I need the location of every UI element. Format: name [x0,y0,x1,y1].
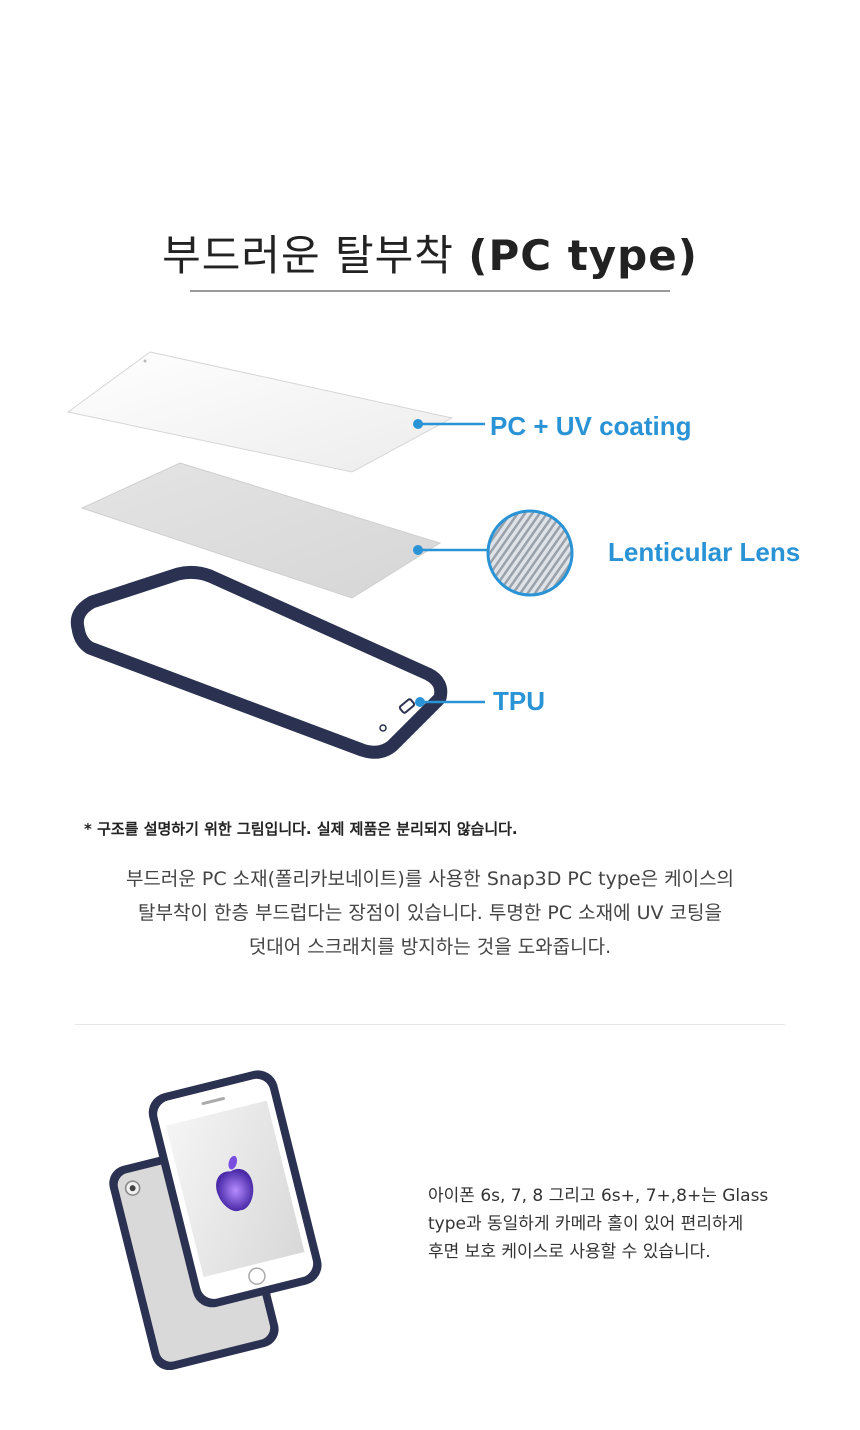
description-line: 덧대어 스크래치를 방지하는 것을 도와줍니다. [248,936,612,958]
disclaimer-note: * 구조를 설명하기 위한 그림입니다. 실제 제품은 분리되지 않습니다. [84,820,518,838]
description-line: 탈부착이 한층 부드럽다는 장점이 있습니다. 투명한 PC 소재에 UV 코팅… [138,902,722,924]
side-text-line: 아이폰 6s, 7, 8 그리고 6s+, 7+,8+는 Glass [428,1186,769,1206]
description: 부드러운 PC 소재(폴리카보네이트)를 사용한 Snap3D PC type은… [0,862,860,964]
section-title-main: 부드러운 탈부착 [162,231,454,280]
lens-magnifier [486,509,574,597]
callout-line-pc [413,419,485,429]
callout-line-lens [413,545,488,555]
section-title-suffix: (PC type) [468,231,698,280]
label-lenticular-lens: Lenticular Lens [608,537,801,567]
tpu-frame [70,565,448,759]
phone-case-illustration [109,1070,322,1370]
iphone-compat-text: 아이폰 6s, 7, 8 그리고 6s+, 7+,8+는 Glass type과… [428,1182,768,1266]
apple-logo-icon [216,1168,254,1212]
pc-sheet [66,351,454,473]
section-title: 부드러운 탈부착 (PC type) [0,222,860,283]
front-phone [148,1070,322,1308]
side-text-line: type과 동일하게 카메라 홀이 있어 편리하게 [428,1214,744,1234]
title-underline [190,290,670,292]
section-divider [75,1024,785,1025]
description-line: 부드러운 PC 소재(폴리카보네이트)를 사용한 Snap3D PC type은… [125,868,735,890]
callout-line-tpu [415,697,485,707]
label-tpu: TPU [493,686,545,716]
layer-diagram [66,351,574,759]
label-pc-uv-coating: PC + UV coating [490,411,692,441]
lens-sheet [80,462,442,599]
side-text-line: 후면 보호 케이스로 사용할 수 있습니다. [428,1242,711,1262]
